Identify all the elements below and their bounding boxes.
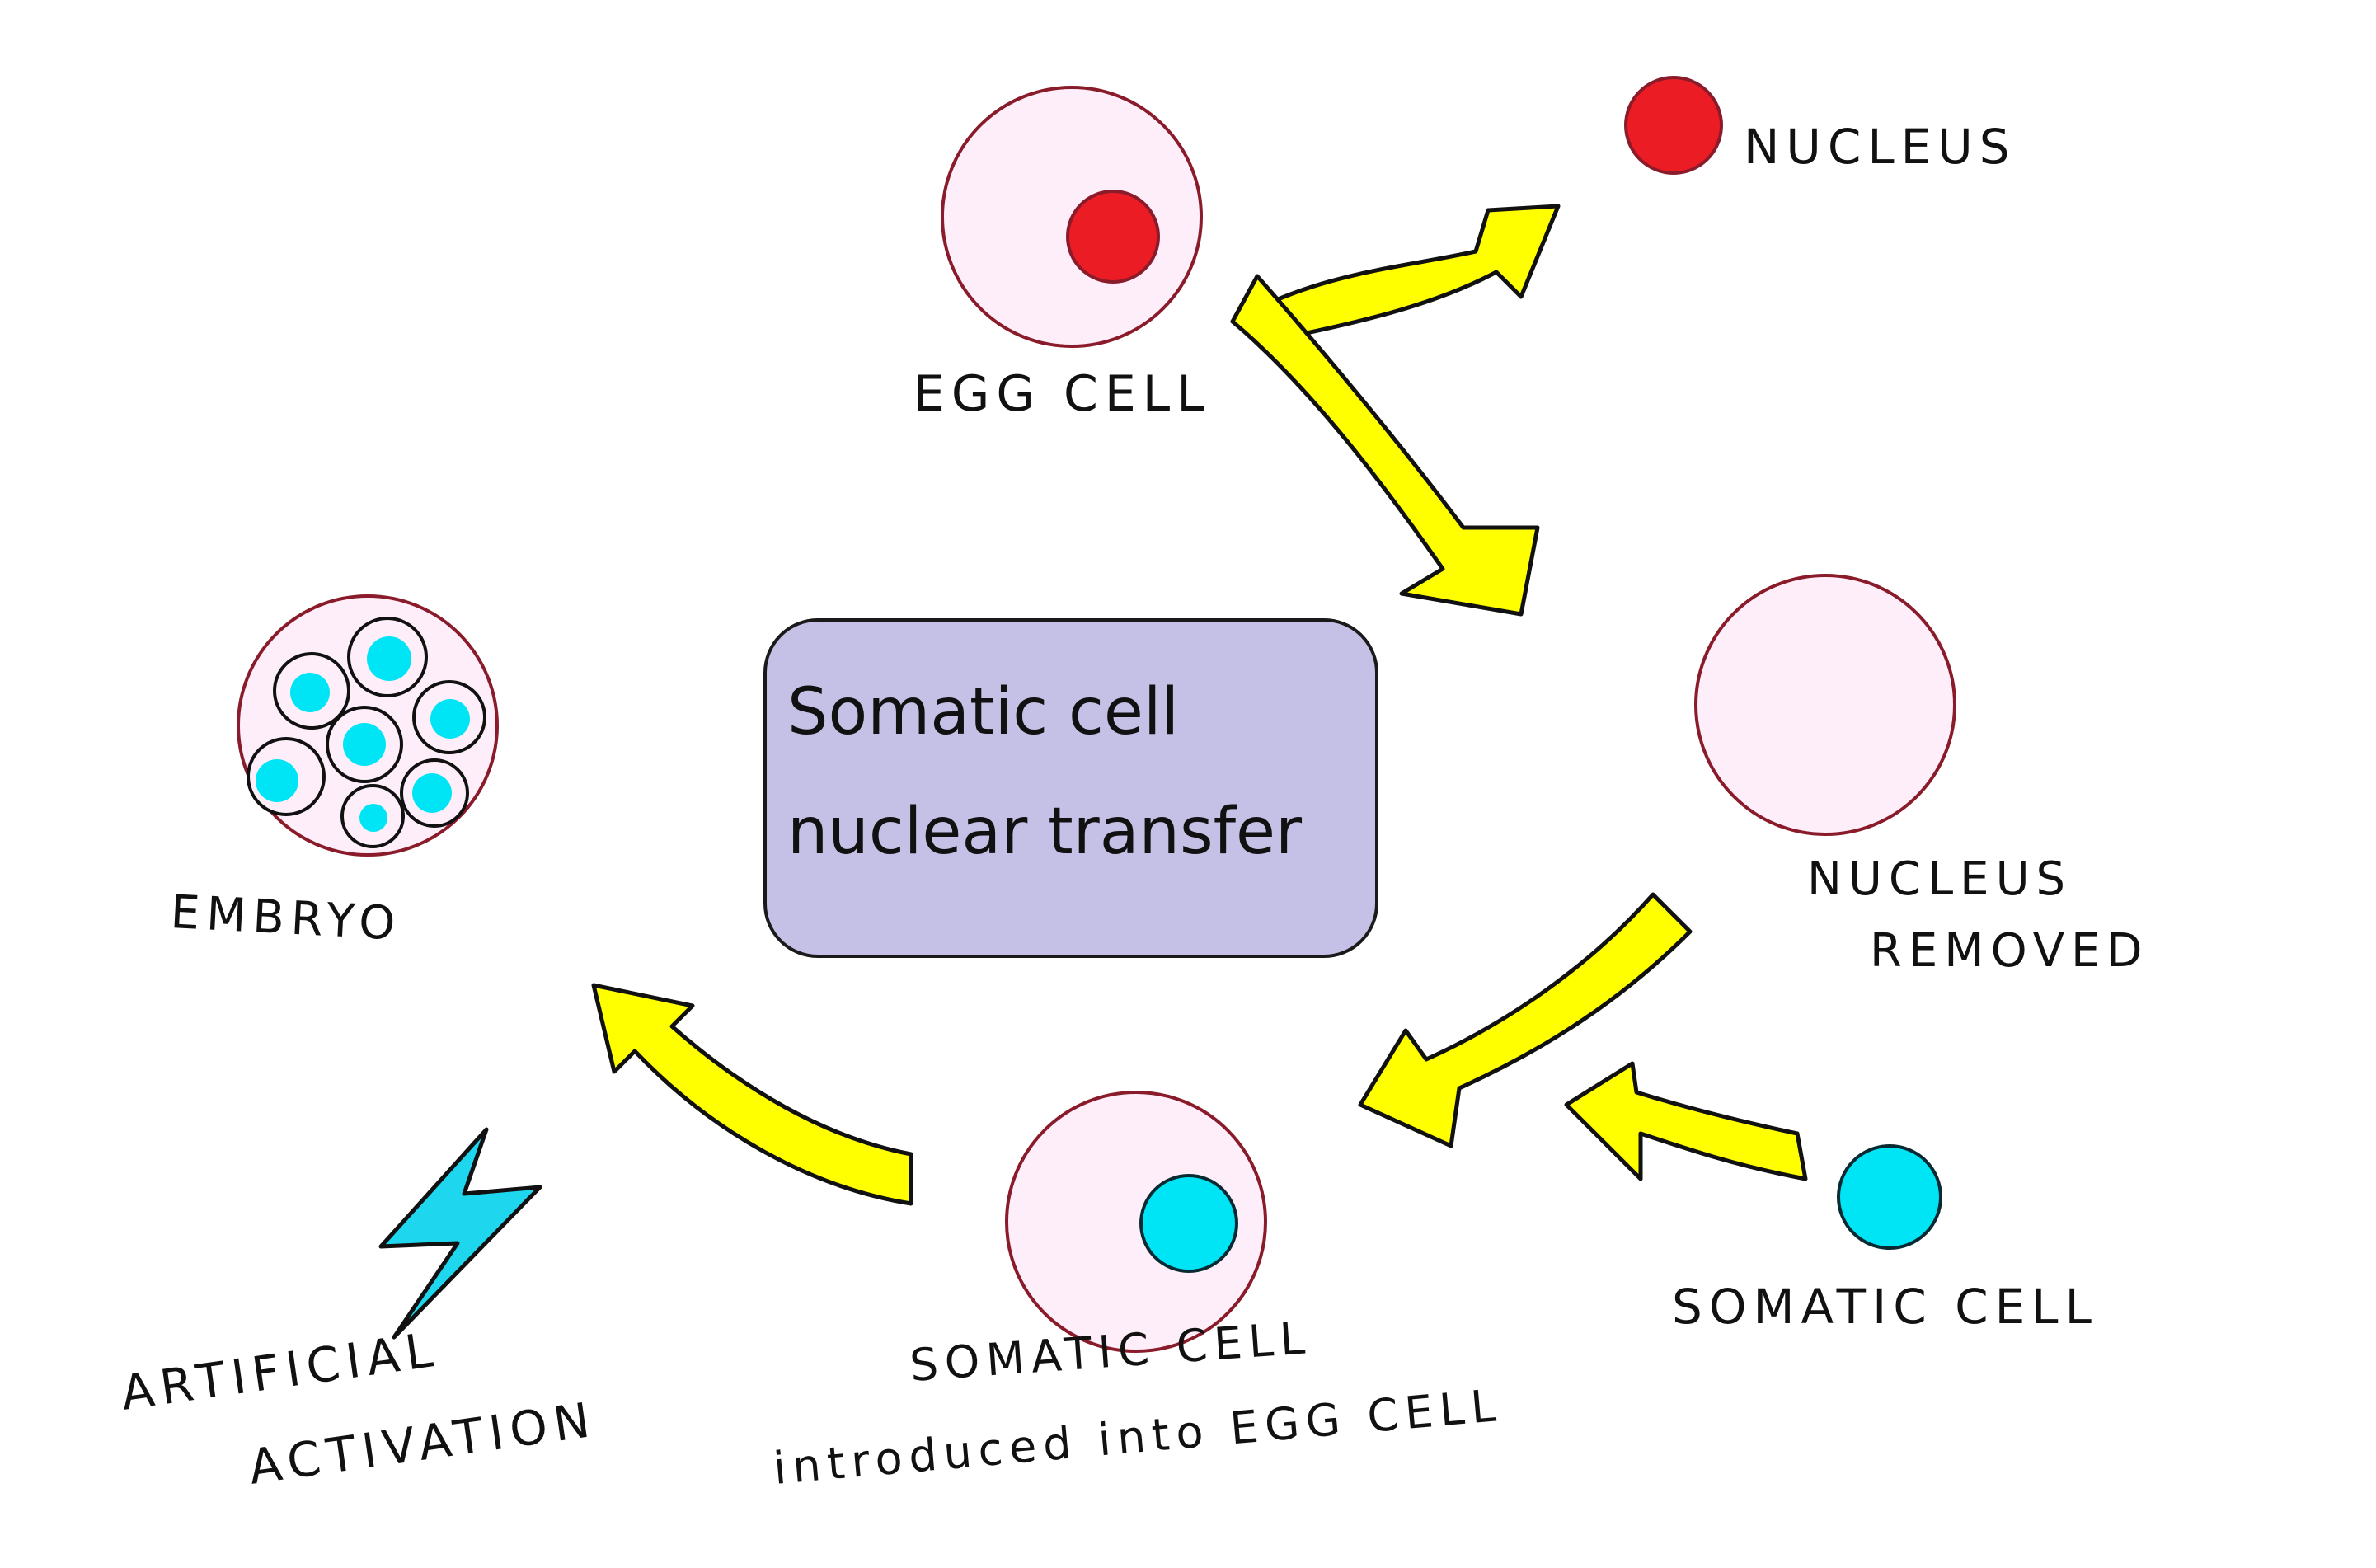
title-line-2: nuclear transfer: [787, 795, 1303, 869]
arrow-egg-to-removed: [1230, 274, 1540, 617]
embryo-label: EMBRYO: [169, 885, 403, 951]
arrow-egg-to-nucleus: [1230, 204, 1561, 336]
nucleus-label: NUCLEUS: [1744, 119, 2017, 175]
activation-label-2: ACTIVATION: [245, 1391, 599, 1495]
embryo-cell: [326, 706, 403, 783]
title-box: [763, 618, 1378, 958]
nucleus-removed-label-2: REMOVED: [1870, 924, 2149, 978]
activation-label-1: ARTIFICIAL: [117, 1321, 442, 1420]
arrow-introduced-to-embryo: [591, 983, 913, 1206]
embryo-cell: [247, 737, 326, 816]
somatic-cell: [1837, 1144, 1942, 1250]
nucleus-removed-label-1: NUCLEUS: [1807, 852, 2072, 906]
extracted-nucleus: [1624, 76, 1723, 175]
embryo-cell: [400, 758, 469, 828]
embryo-cell: [273, 652, 350, 730]
somatic-cell-label: SOMATIC CELL: [1672, 1279, 2098, 1335]
lightning-bolt-icon: [378, 1127, 542, 1340]
embryo-cells: [247, 617, 486, 848]
introduced-label-2: introduced into EGG CELL: [772, 1379, 1505, 1495]
arrow-removed-to-introduced: [1358, 892, 1693, 1148]
arrow-somatic-to-introduced: [1564, 1061, 1808, 1181]
title-line-1: Somatic cell: [787, 675, 1179, 749]
embryo-cell: [340, 784, 405, 848]
egg-cell-label: EGG CELL: [913, 365, 1211, 423]
embryo-cell: [412, 680, 486, 754]
enucleated-egg-cell: [1694, 574, 1956, 836]
reconstructed-cell-nucleus: [1139, 1174, 1238, 1273]
reconstructed-egg-cell: [1005, 1091, 1267, 1353]
egg-cell-nucleus: [1066, 190, 1160, 284]
embryo-cell: [347, 617, 428, 697]
